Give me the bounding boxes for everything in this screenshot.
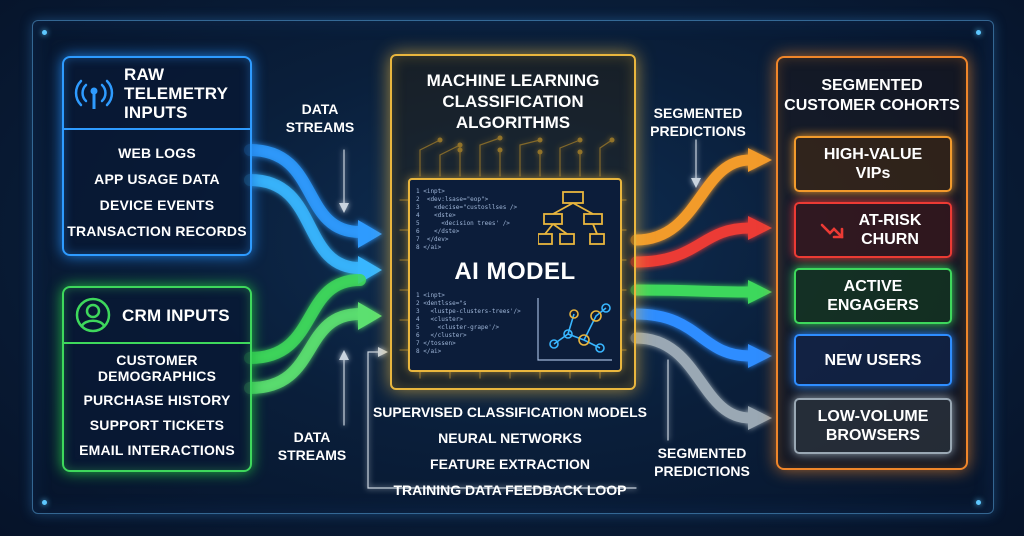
raw-telemetry-header: RAW TELEMETRY INPUTS — [64, 58, 250, 130]
diagram-frame — [32, 20, 994, 514]
segment-low-volume-browsers: LOW-VOLUME BROWSERS — [794, 398, 952, 454]
segment-at-risk-churn: AT-RISK CHURN — [794, 202, 952, 258]
crm-inputs-header: CRM INPUTS — [64, 288, 250, 344]
corner-dot — [42, 30, 47, 35]
method-item: TRAINING DATA FEEDBACK LOOP — [393, 482, 627, 498]
decision-tree-icon — [538, 191, 605, 245]
ai-model-chip: 1 <inpt> 2 <dev:lsase="eop"> 3 <decise="… — [408, 178, 622, 372]
list-item: TRANSACTION RECORDS — [67, 223, 247, 239]
corner-dot — [42, 500, 47, 505]
segment-new-users: NEW USERS — [794, 334, 952, 386]
list-item: PURCHASE HISTORY — [83, 392, 231, 408]
list-item: APP USAGE DATA — [94, 171, 220, 187]
green-arrowhead — [358, 302, 382, 330]
raw-telemetry-panel: RAW TELEMETRY INPUTS WEB LOGS APP USAGE … — [62, 56, 252, 256]
antenna-signal-icon — [74, 79, 114, 109]
segment-active-engagers: ACTIVE ENGAGERS — [794, 268, 952, 324]
segmented-predictions-label: SEGMENTED PREDICTIONS — [650, 105, 746, 139]
trend-down-icon — [820, 223, 844, 239]
list-item: CUSTOMER DEMOGRAPHICS — [97, 352, 217, 384]
method-item: SUPERVISED CLASSIFICATION MODELS — [372, 404, 648, 420]
gray-out-arrowhead — [748, 406, 772, 430]
gray-out-stream — [630, 332, 756, 424]
corner-dot — [976, 500, 981, 505]
crm-inputs-list: CUSTOMER DEMOGRAPHICS PURCHASE HISTORY S… — [64, 344, 250, 467]
orange-stream — [630, 154, 756, 246]
feedback-line — [367, 351, 637, 489]
blue-out-stream — [630, 308, 756, 362]
blue-stream-2 — [244, 174, 366, 274]
code-snippet: 1 <inpt> 2 <dentlsse="s 3 <lustpe-cluste… — [416, 292, 521, 355]
blue-arrowhead-1 — [358, 220, 382, 248]
data-streams-label: DATA STREAMS — [277, 429, 347, 463]
raw-telemetry-list: WEB LOGS APP USAGE DATA DEVICE EVENTS TR… — [64, 130, 250, 244]
green-stream-1 — [244, 274, 366, 364]
blue-out-arrowhead — [748, 344, 772, 368]
code-snippet: 1 <inpt> 2 <dev:lsase="eop"> 3 <decise="… — [416, 188, 518, 251]
data-streams-label: DATA STREAMS — [285, 101, 355, 135]
cluster-graph-icon — [537, 298, 612, 361]
user-profile-icon — [75, 297, 111, 333]
red-stream — [630, 222, 756, 268]
method-item: FEATURE EXTRACTION — [430, 456, 590, 472]
ml-algorithms-title: MACHINE LEARNING CLASSIFICATION ALGORITH… — [426, 71, 600, 132]
green-out-stream — [630, 284, 756, 298]
blue-stream-1 — [244, 144, 366, 238]
segmented-cohorts-title: SEGMENTED CUSTOMER COHORTS — [784, 77, 960, 114]
segmented-cohorts-panel: SEGMENTED CUSTOMER COHORTS HIGH-VALUE VI… — [776, 56, 968, 470]
red-arrowhead — [748, 216, 772, 240]
method-item: NEURAL NETWORKS — [438, 430, 582, 446]
corner-dot — [976, 30, 981, 35]
ai-model-label: AI MODEL — [454, 258, 576, 285]
green-out-arrowhead — [748, 280, 772, 304]
segmented-predictions-label: SEGMENTED PREDICTIONS — [654, 445, 750, 479]
segment-high-value-vips: HIGH-VALUE VIPs — [794, 136, 952, 192]
list-item: DEVICE EVENTS — [99, 197, 215, 213]
crm-inputs-title: CRM INPUTS — [122, 305, 230, 325]
list-item: EMAIL INTERACTIONS — [79, 442, 235, 458]
green-stream-2 — [244, 308, 366, 394]
list-item: SUPPORT TICKETS — [89, 417, 225, 433]
crm-inputs-panel: CRM INPUTS CUSTOMER DEMOGRAPHICS PURCHAS… — [62, 286, 252, 472]
list-item: WEB LOGS — [118, 145, 196, 161]
raw-telemetry-title: RAW TELEMETRY INPUTS — [124, 64, 228, 122]
orange-arrowhead — [748, 148, 772, 172]
